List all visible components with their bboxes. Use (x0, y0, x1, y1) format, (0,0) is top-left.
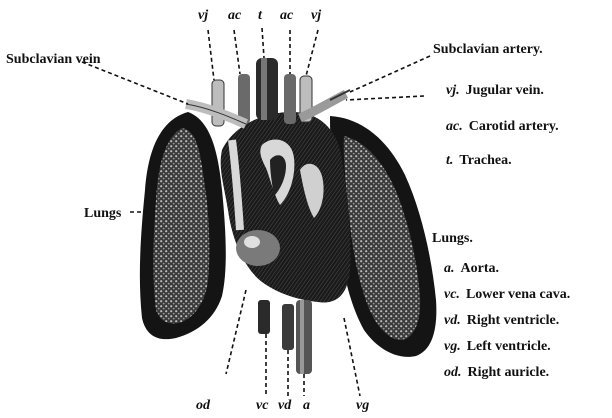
legend-item-aorta: a. Aorta. (444, 261, 499, 277)
legend-item-left-ventricle: vg. Left ventricle. (444, 339, 551, 355)
legend-abbr: vg. (444, 339, 461, 354)
label-bottom-od: od (196, 398, 210, 414)
legend-text: Right auricle. (468, 365, 550, 380)
legend-item-trachea: t. Trachea. (446, 153, 512, 169)
legend-text: Aorta. (461, 261, 500, 276)
legend-item-jugular-vein: vj. Jugular vein. (446, 83, 544, 99)
left-lung (140, 112, 226, 339)
legend-item-right-auricle: od. Right auricle. (444, 365, 549, 381)
heart (221, 112, 351, 303)
legend-abbr: vj. (446, 83, 460, 98)
legend-abbr: vd. (444, 313, 461, 328)
label-subclavian-artery: Subclavian artery. (433, 42, 543, 58)
label-bottom-vg: vg (356, 398, 369, 414)
label-top-ac-left: ac (228, 8, 241, 24)
legend-abbr: a. (444, 261, 455, 276)
legend-text: Jugular vein. (466, 83, 544, 98)
legend-text: Lower vena cava. (466, 287, 570, 302)
label-top-ac-right: ac (280, 8, 293, 24)
legend-text: Left ventricle. (467, 339, 551, 354)
label-bottom-vc: vc (256, 398, 268, 414)
legend-item-lower-vena-cava: vc. Lower vena cava. (444, 287, 570, 303)
label-subclavian-vein: Subclavian vein (6, 52, 101, 68)
legend-item-right-ventricle: vd. Right ventricle. (444, 313, 559, 329)
label-top-vj-left: vj (198, 8, 208, 24)
legend-item-carotid-artery: ac. Carotid artery. (446, 119, 559, 135)
label-bottom-a: a (303, 398, 310, 414)
label-bottom-vd: vd (278, 398, 291, 414)
legend-text: Carotid artery. (469, 119, 559, 134)
legend-abbr: od. (444, 365, 462, 380)
legend-abbr: ac. (446, 119, 463, 134)
label-top-t: t (258, 8, 262, 24)
legend-abbr: t. (446, 153, 453, 168)
legend-text: Right ventricle. (467, 313, 560, 328)
legend-text: Trachea. (459, 153, 511, 168)
label-lungs-right: Lungs. (432, 231, 473, 247)
legend-abbr: vc. (444, 287, 460, 302)
label-lungs-left: Lungs (84, 206, 121, 222)
label-top-vj-right: vj (311, 8, 321, 24)
great-vessels (186, 58, 350, 126)
